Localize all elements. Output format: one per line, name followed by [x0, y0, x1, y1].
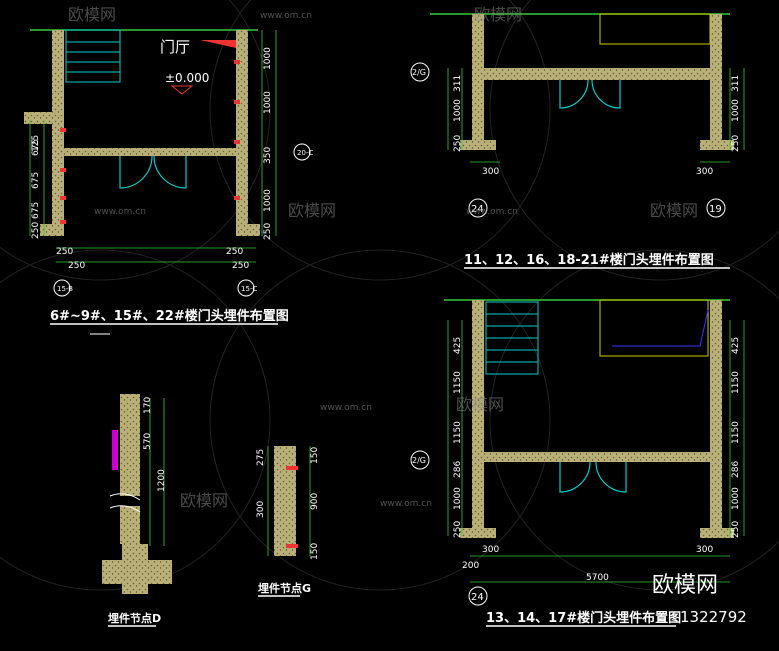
svg-text:欧模网: 欧模网: [288, 201, 336, 220]
dim-b-r1: 311: [731, 75, 741, 92]
axis-b-19: 19: [709, 204, 722, 215]
model-id: 1322792: [680, 608, 747, 626]
dim-a-r1: 1000: [263, 47, 273, 70]
detail-g: [258, 446, 311, 597]
axis-b-left: 2/G: [412, 68, 426, 77]
dim-c-l5: 1000: [453, 487, 463, 510]
dim-c-r3: 1150: [731, 421, 741, 444]
dim-b-l3: 250: [453, 135, 463, 152]
dim-c-r1: 425: [731, 337, 741, 354]
dim-g-3: 300: [256, 501, 266, 518]
background-arcs: [0, 0, 779, 591]
dim-c-l2: 1150: [453, 371, 463, 394]
svg-text:欧模网: 欧模网: [180, 491, 228, 510]
dim-a-b1: 250: [56, 247, 73, 257]
dim-b-r3: 250: [731, 135, 741, 152]
dim-a-l1: 125: [31, 135, 41, 152]
dim-c-b2: 300: [696, 545, 713, 555]
room-label: 门厅: [160, 38, 190, 56]
panel-c-plan: [410, 299, 745, 627]
dim-a-r2: 1000: [263, 91, 273, 114]
axis-20c: 20-C: [297, 149, 313, 157]
dim-b-b2: 300: [696, 167, 713, 177]
dim-c-l4: 286: [453, 461, 463, 478]
dim-a-l5: 250: [31, 222, 41, 239]
axis-c-left: 2/G: [412, 456, 426, 465]
svg-text:欧模网: 欧模网: [650, 201, 698, 220]
dim-g-4: 900: [310, 493, 320, 510]
dim-a-l2: 675: [31, 139, 41, 156]
dim-b-l2: 1000: [453, 99, 463, 122]
dim-b-b1: 300: [482, 167, 499, 177]
dim-c-r4: 286: [731, 461, 741, 478]
panel-a-title: 6#~9#、15#、22#楼门头埋件布置图: [50, 308, 289, 324]
axis-15c: 15-C: [241, 285, 257, 293]
dim-g-5: 150: [310, 543, 320, 560]
panel-a-plan: [24, 29, 311, 335]
double-door: [119, 155, 187, 189]
brand-logo-text: 欧模网: [652, 573, 718, 598]
svg-text:欧模网: 欧模网: [474, 5, 522, 24]
axis-b-24: 24: [471, 204, 484, 215]
dim-c-r6: 250: [731, 521, 741, 538]
panel-c-title: 13、14、17#楼门头埋件布置图: [486, 610, 681, 626]
svg-text:www.om.cn: www.om.cn: [380, 499, 432, 509]
dim-c-b1: 300: [482, 545, 499, 555]
dim-g-1: 275: [256, 449, 266, 466]
svg-text:www.om.cn: www.om.cn: [94, 207, 146, 217]
dim-a-r4: 1000: [263, 189, 273, 212]
dim-a-b4: 250: [232, 261, 249, 271]
axis-15b: 15-B: [57, 285, 73, 293]
dim-c-b4: 5700: [586, 573, 609, 583]
svg-text:www.om.cn: www.om.cn: [320, 403, 372, 413]
elevation-label: ±0.000: [165, 71, 209, 85]
svg-text:www.om.cn: www.om.cn: [466, 207, 518, 217]
svg-text:欧模网: 欧模网: [456, 395, 504, 414]
dim-a-b3: 250: [226, 247, 243, 257]
dim-d-3: 1200: [157, 469, 167, 492]
panel-b-plan: [410, 13, 745, 269]
watermark-brand: 欧模网: [68, 5, 116, 24]
dim-a-b2: 250: [68, 261, 85, 271]
dim-a-r3: 350: [263, 147, 273, 164]
watermark-url: www.om.cn: [260, 11, 312, 21]
detail-d-title: 埋件节点D: [108, 611, 161, 625]
panel-b-title: 11、12、16、18-21#楼门头埋件布置图: [464, 252, 714, 268]
dim-c-r5: 1000: [731, 487, 741, 510]
dim-c-b3: 200: [462, 561, 479, 571]
dim-d-2: 570: [143, 433, 153, 450]
dim-c-l6: 250: [453, 521, 463, 538]
dim-g-2: 150: [310, 447, 320, 464]
dim-a-l3: 675: [31, 172, 41, 189]
detail-g-title: 埋件节点G: [258, 581, 311, 595]
dim-a-r5: 250: [263, 223, 273, 240]
dim-c-l3: 1150: [453, 421, 463, 444]
wall-right: [236, 30, 248, 230]
dim-c-l1: 425: [453, 337, 463, 354]
wall-left: [52, 30, 64, 230]
dim-b-l1: 311: [453, 75, 463, 92]
detail-d: [102, 394, 172, 627]
dim-c-r2: 1150: [731, 371, 741, 394]
dim-d-1: 170: [143, 397, 153, 414]
dim-b-r2: 1000: [731, 99, 741, 122]
dim-a-l4: 675: [31, 202, 41, 219]
axis-c-24: 24: [471, 592, 484, 603]
